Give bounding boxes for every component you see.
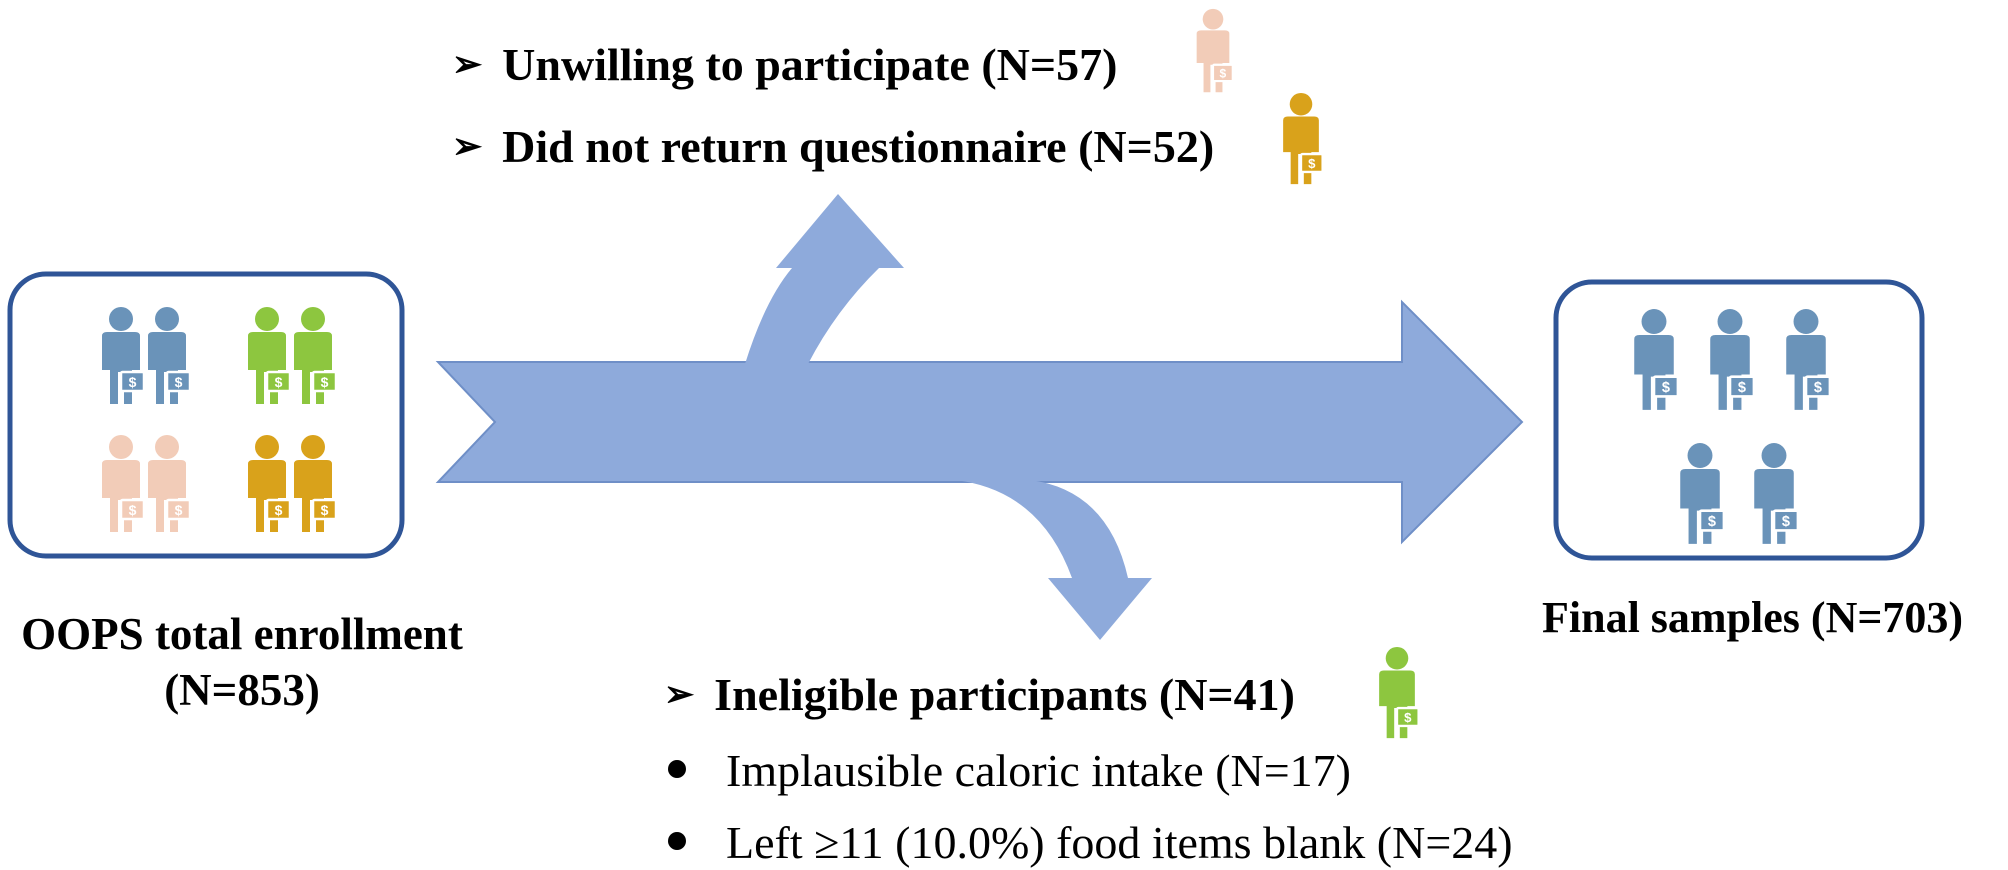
bullet-dot-icon bbox=[668, 832, 686, 850]
person-peach-icon bbox=[1195, 8, 1235, 94]
person-gold-icon bbox=[1281, 92, 1324, 186]
final-samples-label: Final samples (N=703) bbox=[1542, 593, 1964, 642]
arrow-bullet-icon: ➢ bbox=[452, 44, 483, 84]
exclusion-text: Did not return questionnaire (N=52) bbox=[502, 121, 1215, 172]
exclusion-arrow-down bbox=[955, 480, 1152, 640]
enrollment-label: OOPS total enrollment (N=853) bbox=[0, 606, 484, 718]
exclusion-item-no-return: ➢ Did not return questionnaire (N=52) bbox=[452, 124, 1214, 170]
exclusion-item-ineligible: ➢ Ineligible participants (N=41) bbox=[664, 672, 1295, 718]
bullet-dot-icon bbox=[668, 760, 686, 778]
arrow-bullet-icon: ➢ bbox=[664, 674, 695, 714]
reason-text: Left ≥11 (10.0%) food items blank (N=24) bbox=[726, 817, 1513, 868]
ineligible-reason-caloric: Implausible caloric intake (N=17) bbox=[668, 748, 1351, 794]
reason-text: Implausible caloric intake (N=17) bbox=[726, 745, 1351, 796]
exclusion-item-unwilling: ➢ Unwilling to participate (N=57) bbox=[452, 42, 1117, 88]
exclusion-text: Unwilling to participate (N=57) bbox=[502, 39, 1118, 90]
enrollment-count: (N=853) bbox=[164, 665, 320, 715]
exclusion-text: Ineligible participants (N=41) bbox=[714, 669, 1295, 720]
main-flow-arrow bbox=[435, 299, 1524, 545]
enrollment-box bbox=[7, 271, 405, 559]
person-green-icon bbox=[1377, 646, 1420, 740]
enrollment-title: OOPS total enrollment bbox=[21, 609, 463, 659]
arrow-bullet-icon: ➢ bbox=[452, 126, 483, 166]
exclusion-arrow-up bbox=[745, 194, 904, 364]
ineligible-reason-blank: Left ≥11 (10.0%) food items blank (N=24) bbox=[668, 820, 1513, 866]
